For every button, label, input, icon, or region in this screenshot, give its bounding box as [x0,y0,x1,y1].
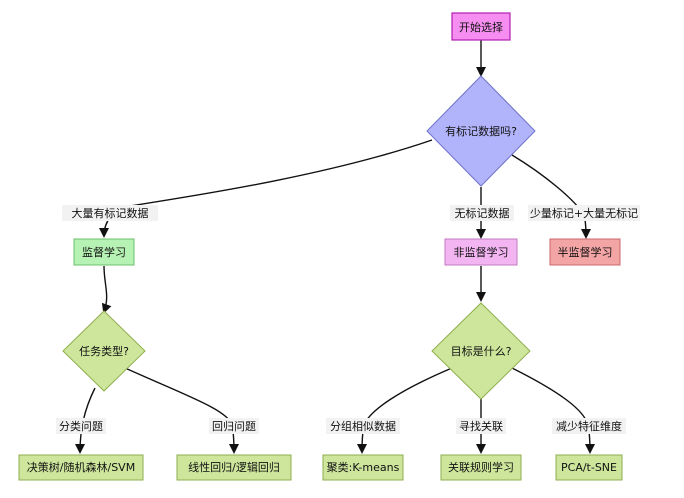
node-supervised-label: 监督学习 [82,245,126,259]
edge-group-similar: 分组相似数据 [326,367,453,454]
node-unsupervised-label: 非监督学习 [454,245,509,259]
edge-label-reduce-dims: 减少特征维度 [556,419,622,433]
node-association-label: 关联规则学习 [448,460,514,474]
node-start-label: 开始选择 [459,20,503,34]
edge-label-classification: 分类问题 [59,419,103,433]
node-clustering[interactable]: 聚类:K-means [322,454,404,481]
edge-no-labels: 无标记数据 [450,187,514,239]
edge-label-few-labels: 少量标记+大量无标记 [530,206,638,220]
node-has-labels-decision[interactable]: 有标记数据吗? [426,75,536,187]
edge-regression: 回归问题 [124,367,259,454]
node-classifiers[interactable]: 决策树/随机森林/SVM [18,454,144,481]
edge-label-regression: 回归问题 [212,419,256,433]
node-unsupervised[interactable]: 非监督学习 [444,238,518,266]
node-start[interactable]: 开始选择 [451,12,511,41]
edge-many-labels: 大量有标记数据 [62,139,433,238]
node-dim-reduction[interactable]: PCA/t-SNE [555,454,623,481]
edge-label-many-labels: 大量有标记数据 [72,206,149,220]
edge-label-find-relations: 寻找关联 [459,419,503,433]
edge-reduce-dims: 减少特征维度 [511,367,626,454]
node-regressors[interactable]: 线性回归/逻辑回归 [176,454,292,481]
edge-label-no-labels: 无标记数据 [455,206,510,220]
node-task-type-decision[interactable]: 任务类型? [62,310,146,392]
node-clustering-label: 聚类:K-means [327,460,400,474]
node-regressors-label: 线性回归/逻辑回归 [188,460,280,474]
node-association[interactable]: 关联规则学习 [440,454,522,481]
node-semi-supervised-label: 半监督学习 [558,245,613,259]
edge-few-labels: 少量标记+大量无标记 [511,154,640,239]
edge-supervised-to-task [101,265,112,314]
node-has-labels-label: 有标记数据吗? [445,124,517,138]
node-classifiers-label: 决策树/随机森林/SVM [27,460,135,474]
edge-classification: 分类问题 [56,387,106,454]
node-supervised[interactable]: 监督学习 [73,238,135,266]
node-dim-reduction-label: PCA/t-SNE [561,461,617,474]
edge-find-relations: 寻找关联 [456,398,506,454]
edge-label-group-similar: 分组相似数据 [330,419,396,433]
node-goal-label: 目标是什么? [451,344,512,358]
node-semi-supervised[interactable]: 半监督学习 [549,238,621,266]
node-goal-decision[interactable]: 目标是什么? [431,302,531,400]
node-task-type-label: 任务类型? [79,344,129,358]
